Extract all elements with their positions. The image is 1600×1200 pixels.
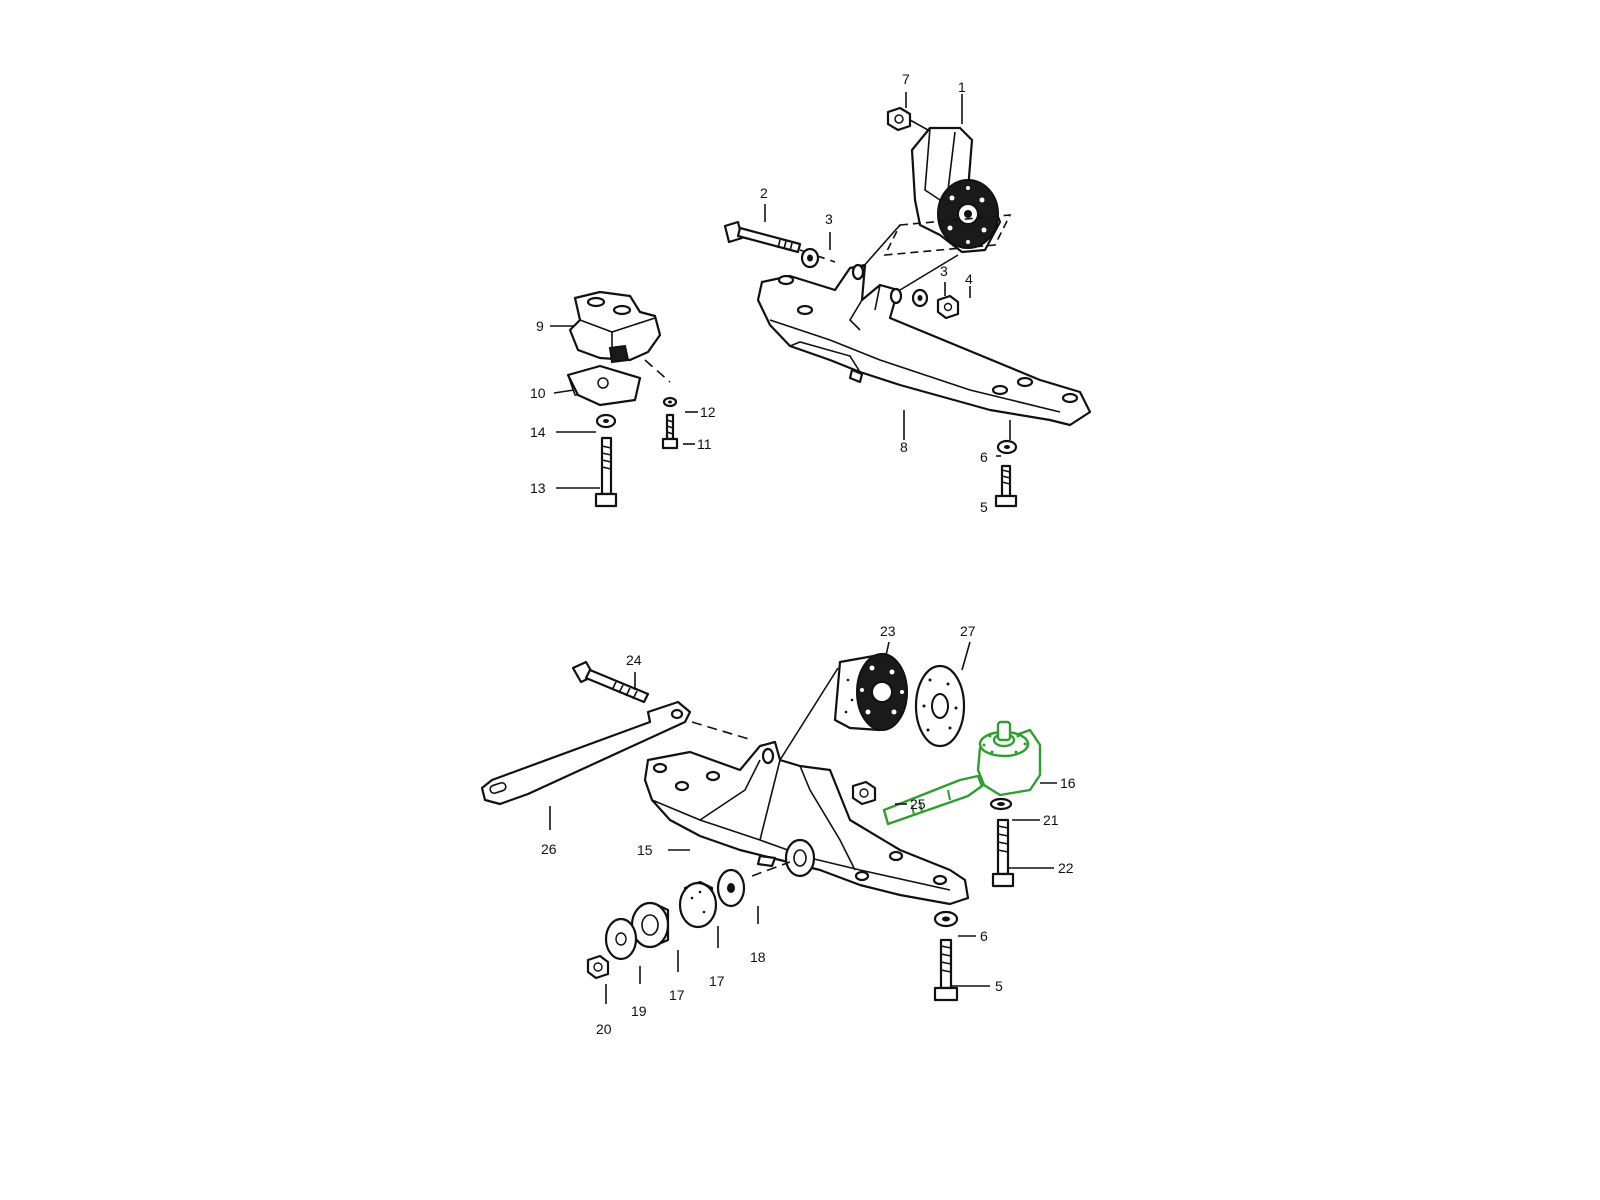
callout-1: 1 [958,79,966,95]
callout-17: 17 [669,987,685,1003]
callout-4: 4 [965,271,973,287]
callout-26: 26 [541,841,557,857]
part-26-strut[interactable] [480,700,692,806]
callout-22: 22 [1058,860,1074,876]
part-27-disc[interactable] [914,664,966,748]
callout-10: 10 [530,385,546,401]
part-9-transmission-mount[interactable] [568,290,662,364]
part-19-washer[interactable] [604,917,638,961]
callout-27: 27 [960,623,976,639]
part-15-mount-carrier[interactable] [643,740,970,906]
part-23-bushing[interactable] [833,652,908,732]
part-3-washer-left[interactable] [800,247,820,269]
callout-5: 5 [980,499,988,515]
callout-3: 3 [940,263,948,279]
callout-18: 18 [750,949,766,965]
callout-5: 5 [995,978,1003,994]
part-5-bolt-top[interactable] [994,464,1018,508]
callout-14: 14 [530,424,546,440]
part-1-mount-bracket[interactable] [910,126,1002,254]
callout-20: 20 [596,1021,612,1037]
part-7-nut[interactable] [886,106,912,132]
callout-17: 17 [709,973,725,989]
part-4-nut[interactable] [936,294,960,320]
callout-21: 21 [1043,812,1059,828]
part-17-bushing-right[interactable] [678,880,718,929]
callout-13: 13 [530,480,546,496]
part-2-long-bolt[interactable] [723,220,802,254]
leader-lines [549,92,1057,1004]
callout-24: 24 [626,652,642,668]
part-22-bolt[interactable] [991,818,1015,888]
part-10-plate[interactable] [566,364,642,407]
callout-15: 15 [637,842,653,858]
part-25-nut[interactable] [851,780,877,806]
callout-3: 3 [825,211,833,227]
callout-8: 8 [900,439,908,455]
callout-12: 12 [700,404,716,420]
part-24-bolt[interactable] [571,660,650,704]
callout-labels: 1 7 2 3 3 4 9 10 12 11 14 8 6 13 5 23 27… [530,71,1076,1037]
callout-23: 23 [880,623,896,639]
part-14-washer[interactable] [595,413,617,429]
part-20-nut[interactable] [586,954,610,980]
part-3-washer-right[interactable] [911,288,929,308]
part-12-washer[interactable] [662,396,678,408]
callout-9: 9 [536,318,544,334]
part-18-washer[interactable] [716,868,746,908]
part-16-mount-highlighted[interactable] [882,720,1042,826]
part-11-screw[interactable] [661,413,679,450]
callout-16: 16 [1060,775,1076,791]
part-5-bolt-bottom[interactable] [933,938,959,1002]
callout-6: 6 [980,449,988,465]
callout-2: 2 [760,185,768,201]
callout-7: 7 [902,71,910,87]
part-13-bolt[interactable] [594,436,618,508]
callout-25: 25 [910,796,926,812]
part-17-bushing-left[interactable] [630,901,670,949]
part-21-washer[interactable] [989,797,1013,811]
callout-19: 19 [631,1003,647,1019]
callout-11: 11 [697,436,712,452]
callout-6: 6 [980,928,988,944]
part-8-crossmember[interactable] [756,263,1092,427]
part-6-washer-top[interactable] [996,439,1018,455]
part-6-washer-bottom[interactable] [933,910,959,928]
